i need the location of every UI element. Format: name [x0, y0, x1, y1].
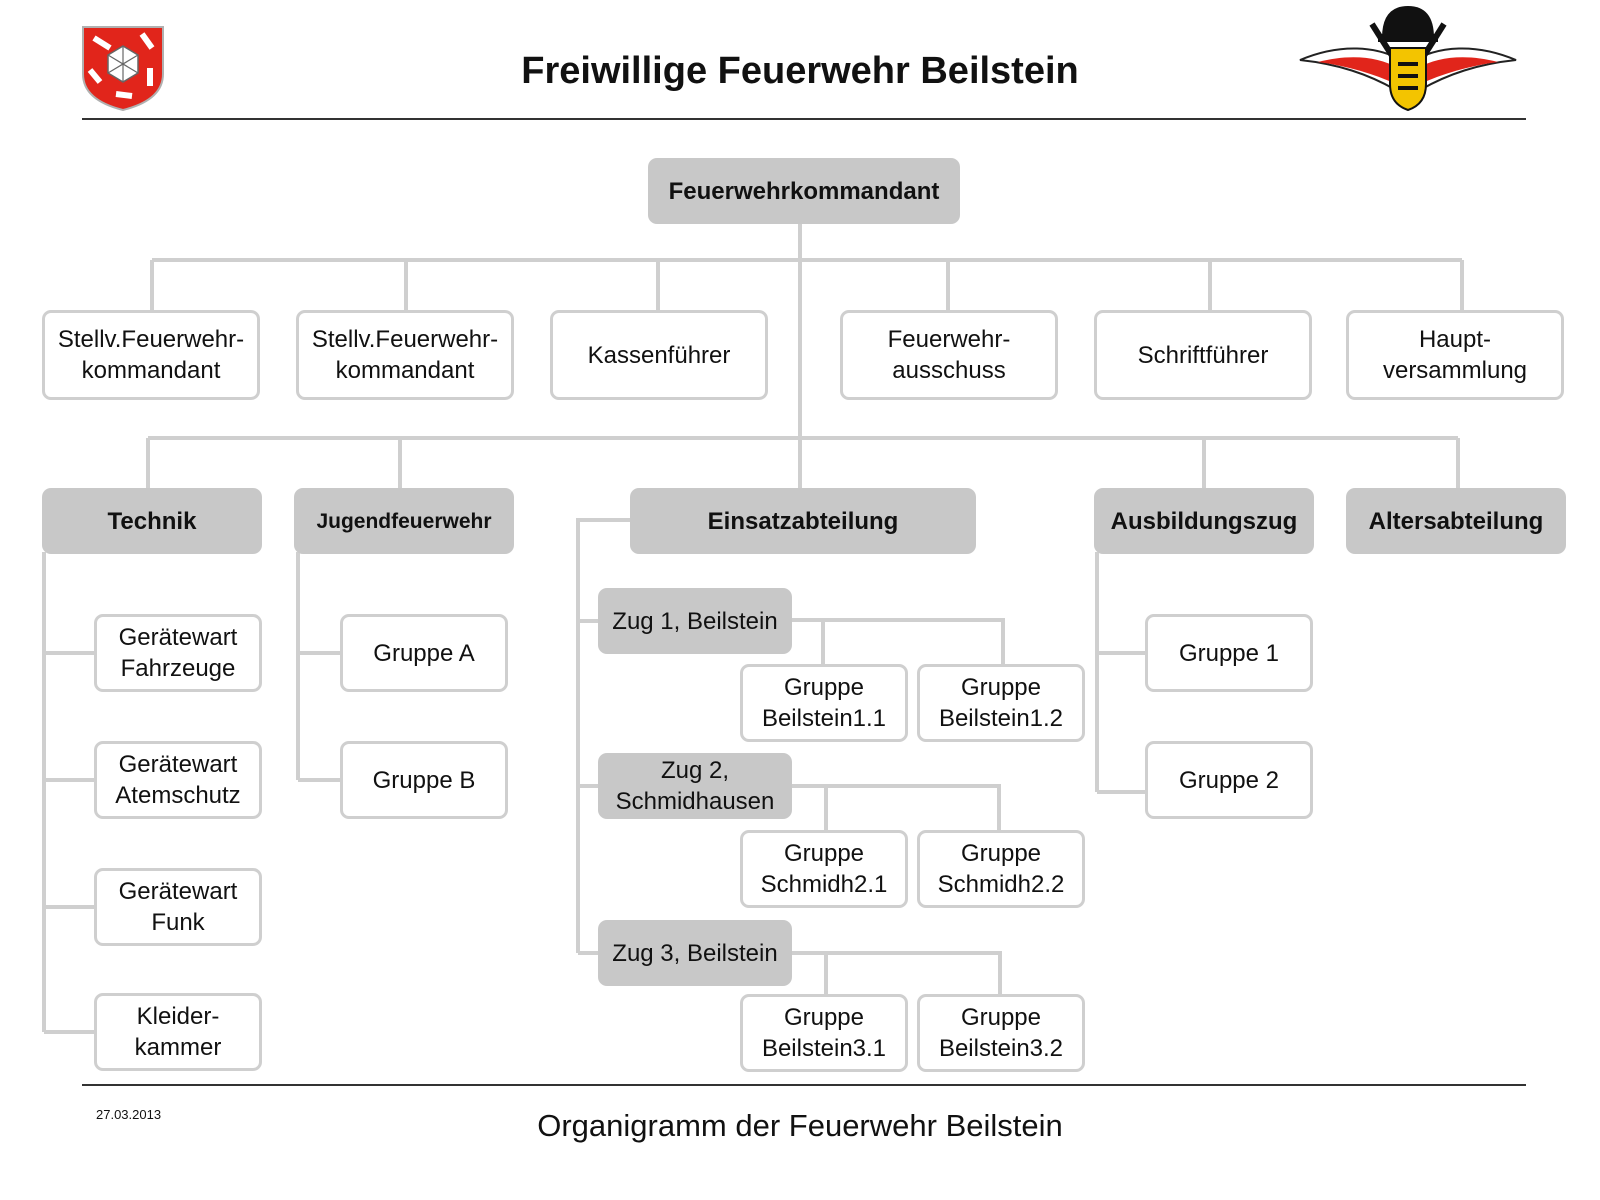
- node-treasurer[interactable]: Kassenführer: [550, 310, 768, 400]
- node-committee[interactable]: Feuerwehr- ausschuss: [840, 310, 1058, 400]
- node-einsatz-group[interactable]: Gruppe Beilstein1.2: [917, 664, 1085, 742]
- node-zug-3[interactable]: Zug 3, Beilstein: [598, 920, 792, 986]
- node-ausbildung-group[interactable]: Gruppe 2: [1145, 741, 1313, 819]
- node-jugend-group[interactable]: Gruppe B: [340, 741, 508, 819]
- node-einsatz-group[interactable]: Gruppe Schmidh2.1: [740, 830, 908, 908]
- node-technik-item[interactable]: Kleider- kammer: [94, 993, 262, 1071]
- node-einsatz-group[interactable]: Gruppe Beilstein1.1: [740, 664, 908, 742]
- node-secretary[interactable]: Schriftführer: [1094, 310, 1312, 400]
- node-technik-item[interactable]: Gerätewart Funk: [94, 868, 262, 946]
- node-jugendfeuerwehr[interactable]: Jugendfeuerwehr: [294, 488, 514, 554]
- node-deputy-chief-2[interactable]: Stellv.Feuerwehr- kommandant: [296, 310, 514, 400]
- node-zug-1[interactable]: Zug 1, Beilstein: [598, 588, 792, 654]
- node-ausbildungszug[interactable]: Ausbildungszug: [1094, 488, 1314, 554]
- node-ausbildung-group[interactable]: Gruppe 1: [1145, 614, 1313, 692]
- node-einsatz-group[interactable]: Gruppe Schmidh2.2: [917, 830, 1085, 908]
- header-divider: [82, 118, 1526, 120]
- node-technik-item[interactable]: Gerätewart Fahrzeuge: [94, 614, 262, 692]
- node-einsatzabteilung[interactable]: Einsatzabteilung: [630, 488, 976, 554]
- node-deputy-chief-1[interactable]: Stellv.Feuerwehr- kommandant: [42, 310, 260, 400]
- node-einsatz-group[interactable]: Gruppe Beilstein3.2: [917, 994, 1085, 1072]
- footer-title: Organigramm der Feuerwehr Beilstein: [537, 1108, 1063, 1143]
- fire-brigade-emblem-icon: [1298, 4, 1518, 114]
- node-altersabteilung[interactable]: Altersabteilung: [1346, 488, 1566, 554]
- page-title: Freiwillige Feuerwehr Beilstein: [521, 50, 1079, 92]
- footer-divider: [82, 1084, 1526, 1086]
- node-technik[interactable]: Technik: [42, 488, 262, 554]
- node-zug-2[interactable]: Zug 2, Schmidhausen: [598, 753, 792, 819]
- municipal-crest-icon: [80, 24, 166, 112]
- node-jugend-group[interactable]: Gruppe A: [340, 614, 508, 692]
- node-fire-chief[interactable]: Feuerwehrkommandant: [648, 158, 960, 224]
- footer-date: 27.03.2013: [96, 1107, 162, 1122]
- node-einsatz-group[interactable]: Gruppe Beilstein3.1: [740, 994, 908, 1072]
- node-technik-item[interactable]: Gerätewart Atemschutz: [94, 741, 262, 819]
- node-general-assembly[interactable]: Haupt- versammlung: [1346, 310, 1564, 400]
